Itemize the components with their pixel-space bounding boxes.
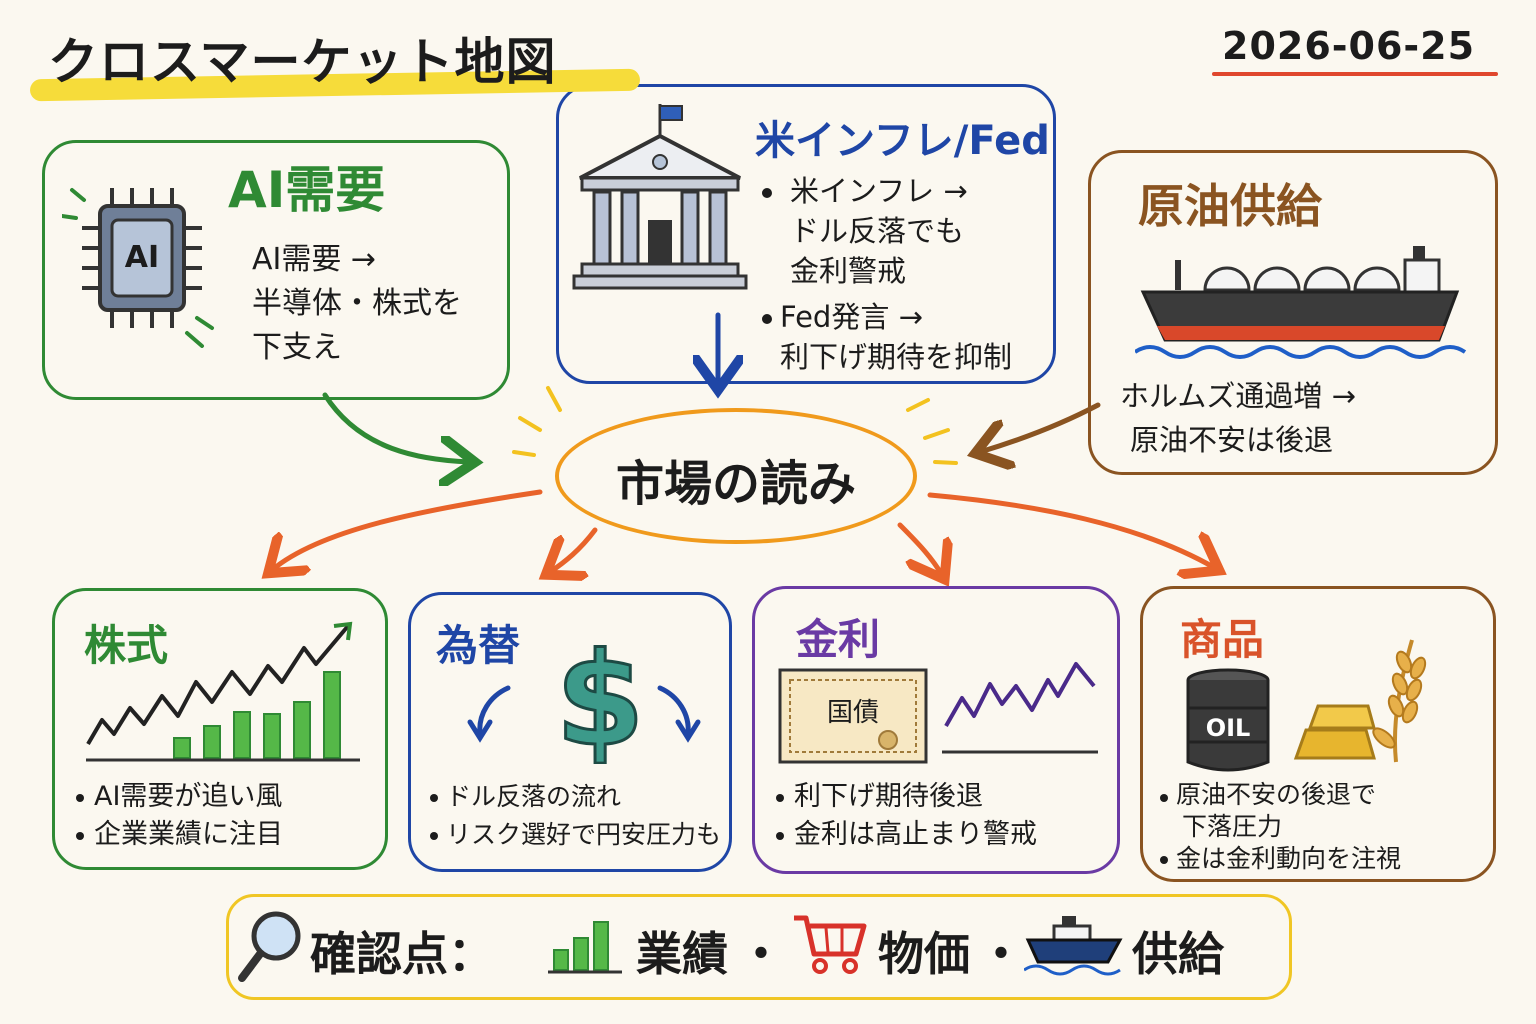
commodities-box	[1140, 586, 1496, 882]
stocks-title: 株式	[84, 621, 169, 670]
fed-line-5: 利下げ期待を抑制	[780, 340, 1013, 374]
checkpoint-separator-2: ・	[978, 927, 1024, 981]
fed-line-3: 金利警戒	[790, 254, 907, 288]
page-title: クロスマーケット地図	[48, 33, 557, 91]
date-underline	[1212, 72, 1498, 76]
rates-bullet-1: 利下げ期待後退	[794, 781, 983, 812]
checkpoints-label: 確認点：	[310, 927, 494, 981]
checkpoint-item-earnings: 業績	[636, 927, 728, 981]
ship-icon	[1024, 916, 1123, 976]
fed-line-1: 米インフレ →	[790, 174, 968, 208]
arrow-center-to-rates	[897, 522, 942, 575]
central-bank-building-icon	[572, 104, 748, 290]
date-label: 2026-06-25	[1222, 24, 1476, 68]
bar-chart-icon	[548, 921, 622, 974]
commodities-bullet-3: 金は金利動向を注視	[1176, 844, 1402, 873]
bond-certificate-icon	[778, 662, 1098, 764]
commodities-title: 商品	[1180, 615, 1265, 664]
svg-text:$: $	[555, 634, 644, 764]
rates-dot-2	[776, 832, 784, 840]
fed-bullet-dot-1	[762, 188, 772, 198]
arrow-ai-to-center	[322, 392, 470, 462]
center-label: 市場の読み	[615, 456, 856, 512]
checkpoint-item-prices: 物価	[878, 927, 970, 981]
fed-line-4: Fed発言 →	[780, 300, 923, 334]
stocks-bullet-2: 企業業績に注目	[94, 819, 283, 850]
fx-box	[408, 592, 732, 872]
ai-line-3: 下支え	[252, 330, 342, 365]
bond-label: 国債	[826, 698, 879, 728]
fx-dot-1	[430, 794, 438, 802]
arrow-center-to-commodities	[927, 492, 1215, 568]
ai-demand-box	[42, 140, 510, 400]
checkpoints-box	[226, 894, 1292, 1000]
fx-title: 為替	[436, 621, 521, 670]
checkpoint-separator-1: ・	[738, 927, 784, 981]
ai-chip-icon	[62, 188, 214, 348]
ai-line-2: 半導体・株式を	[252, 286, 462, 321]
fx-bullet-1: ドル反落の流れ	[446, 782, 622, 811]
oil-line-1: ホルムズ通過増 →	[1120, 379, 1356, 413]
rates-dot-1	[776, 794, 784, 802]
rates-box	[752, 586, 1120, 874]
fed-bullet-dot-2	[762, 314, 772, 324]
checkpoint-item-supply: 供給	[1132, 927, 1224, 981]
magnifier-icon	[238, 911, 301, 982]
fx-bullet-2: リスク選好で円安圧力も	[446, 820, 722, 849]
oil-supply-title: 原油供給	[1138, 179, 1322, 233]
ai-demand-title: AI需要	[228, 161, 386, 219]
rates-bullet-2: 金利は高止まり警戒	[794, 819, 1037, 850]
dollar-exchange-icon: $	[467, 634, 701, 764]
stocks-dot-1	[76, 794, 84, 802]
commodities-bullet-1: 原油不安の後退で	[1176, 780, 1377, 809]
stocks-box	[52, 588, 388, 870]
commodities-dot-2	[1160, 856, 1168, 864]
shopping-cart-icon	[794, 915, 867, 974]
ai-line-1: AI需要 →	[252, 242, 377, 277]
oil-line-2: 原油不安は後退	[1130, 423, 1334, 457]
fed-title: 米インフレ/Fed	[755, 118, 1050, 164]
oil-tanker-ship-icon	[1135, 246, 1467, 359]
stocks-dot-2	[76, 832, 84, 840]
rates-title: 金利	[796, 615, 881, 664]
arrow-center-to-fx	[550, 527, 598, 572]
fed-box	[556, 84, 1056, 384]
arrow-center-to-stocks	[272, 489, 543, 570]
rising-stock-chart-icon	[86, 621, 360, 762]
center-sparkles	[512, 386, 958, 465]
barrel-label: OIL	[1205, 714, 1251, 742]
commodities-dot-1	[1160, 794, 1168, 802]
arrow-oil-to-center	[980, 402, 1101, 452]
center-ellipse	[555, 408, 917, 544]
oil-barrel-gold-wheat-icon	[1186, 639, 1427, 772]
fed-line-2: ドル反落でも	[790, 214, 965, 248]
commodities-bullet-2: 下落圧力	[1182, 812, 1283, 841]
fx-dot-2	[430, 832, 438, 840]
ai-chip-label: AI	[124, 240, 160, 275]
stocks-bullet-1: AI需要が追い風	[94, 781, 283, 812]
oil-supply-box	[1088, 150, 1498, 475]
